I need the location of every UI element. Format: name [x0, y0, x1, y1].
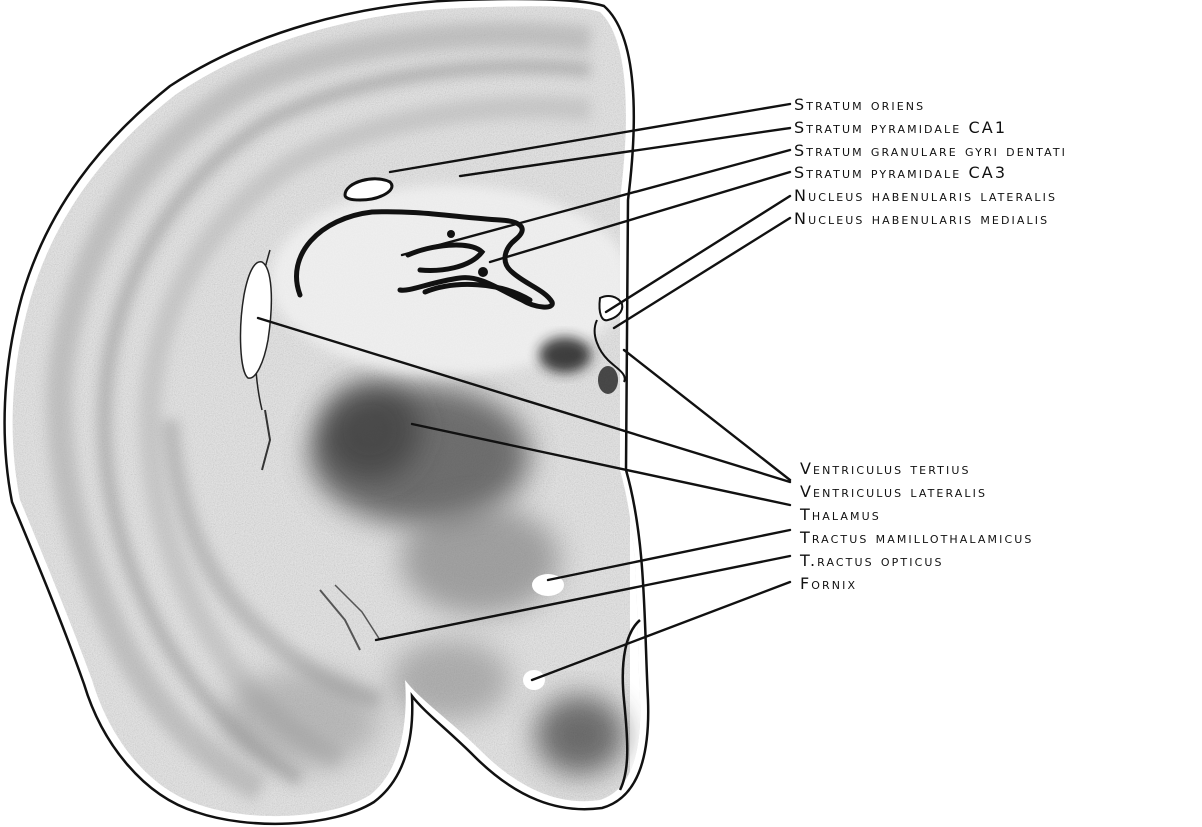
label-ventriculus-lateralis: Ventriculus lateralis [800, 482, 987, 501]
label-tractus-mamillothalamicus: Tractus mamillothalamicus [799, 528, 1033, 547]
leader-ventriculus-tertius [624, 350, 790, 480]
label-fornix: Fornix [800, 574, 857, 593]
label-nucleus-habenularis-lateralis: Nucleus habenularis lateralis [794, 186, 1057, 205]
label-stratum-granulare: Stratum granulare gyri dentati [794, 141, 1067, 160]
label-nucleus-habenularis-medialis: Nucleus habenularis medialis [794, 209, 1049, 228]
label-stratum-pyramidale-ca1: Stratum pyramidale CA1 [794, 118, 1007, 137]
label-ventriculus-tertius: Ventriculus tertius [800, 459, 971, 478]
leader-habenularis-medialis [614, 218, 790, 328]
label-tractus-opticus: T.ractus opticus [799, 551, 944, 570]
label-stratum-pyramidale-ca3: Stratum pyramidale CA3 [794, 163, 1007, 182]
label-thalamus: Thalamus [799, 505, 881, 524]
label-stratum-oriens: Stratum oriens [794, 95, 925, 114]
leader-habenularis-lateralis [606, 196, 790, 312]
labels: Stratum oriens Stratum pyramidale CA1 St… [794, 95, 1067, 593]
